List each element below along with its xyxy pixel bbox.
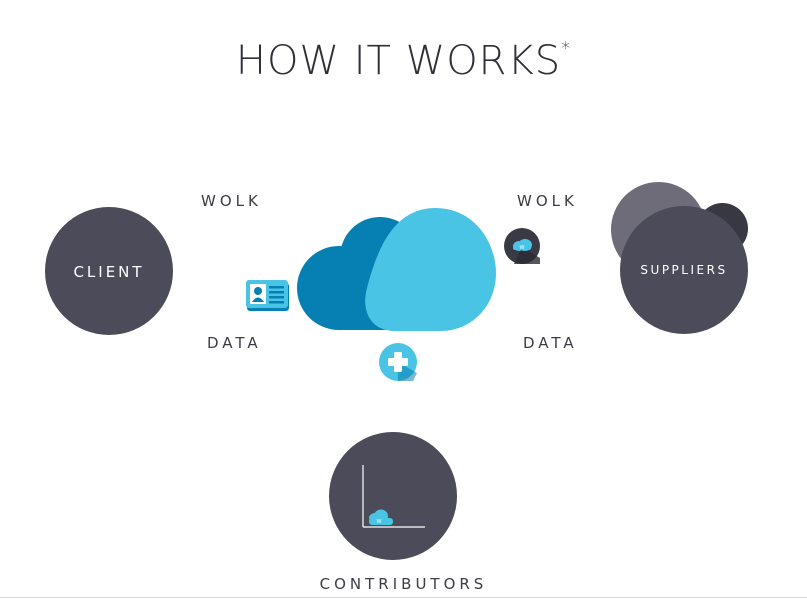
- cloud-light-part: [365, 208, 496, 331]
- coin-w-text: W: [520, 245, 525, 251]
- page-title: HOW IT WORKS*: [0, 38, 807, 84]
- contributors-circle: W: [329, 432, 457, 560]
- left-data-label: DATA: [207, 334, 262, 352]
- bottom-divider: [0, 597, 807, 598]
- left-wolk-label: WOLK: [201, 192, 262, 210]
- page-title-text: HOW IT WORKS: [235, 38, 562, 84]
- suppliers-circle: SUPPLIERS: [620, 206, 748, 334]
- suppliers-label: SUPPLIERS: [640, 263, 728, 277]
- central-cloud: [297, 208, 496, 331]
- chart-w-text: W: [377, 519, 382, 525]
- right-data-label: DATA: [523, 334, 578, 352]
- chart-cloud-icon: W: [362, 465, 425, 528]
- client-circle: CLIENT: [45, 207, 173, 335]
- wolk-cloud-coin-icon: W: [504, 228, 540, 264]
- id-card-icon: [246, 280, 289, 311]
- title-asterisk: *: [561, 37, 572, 59]
- right-wolk-label: WOLK: [517, 192, 578, 210]
- contributors-label: CONTRIBUTORS: [319, 575, 488, 593]
- plus-icon: [379, 343, 417, 381]
- client-label: CLIENT: [73, 263, 145, 281]
